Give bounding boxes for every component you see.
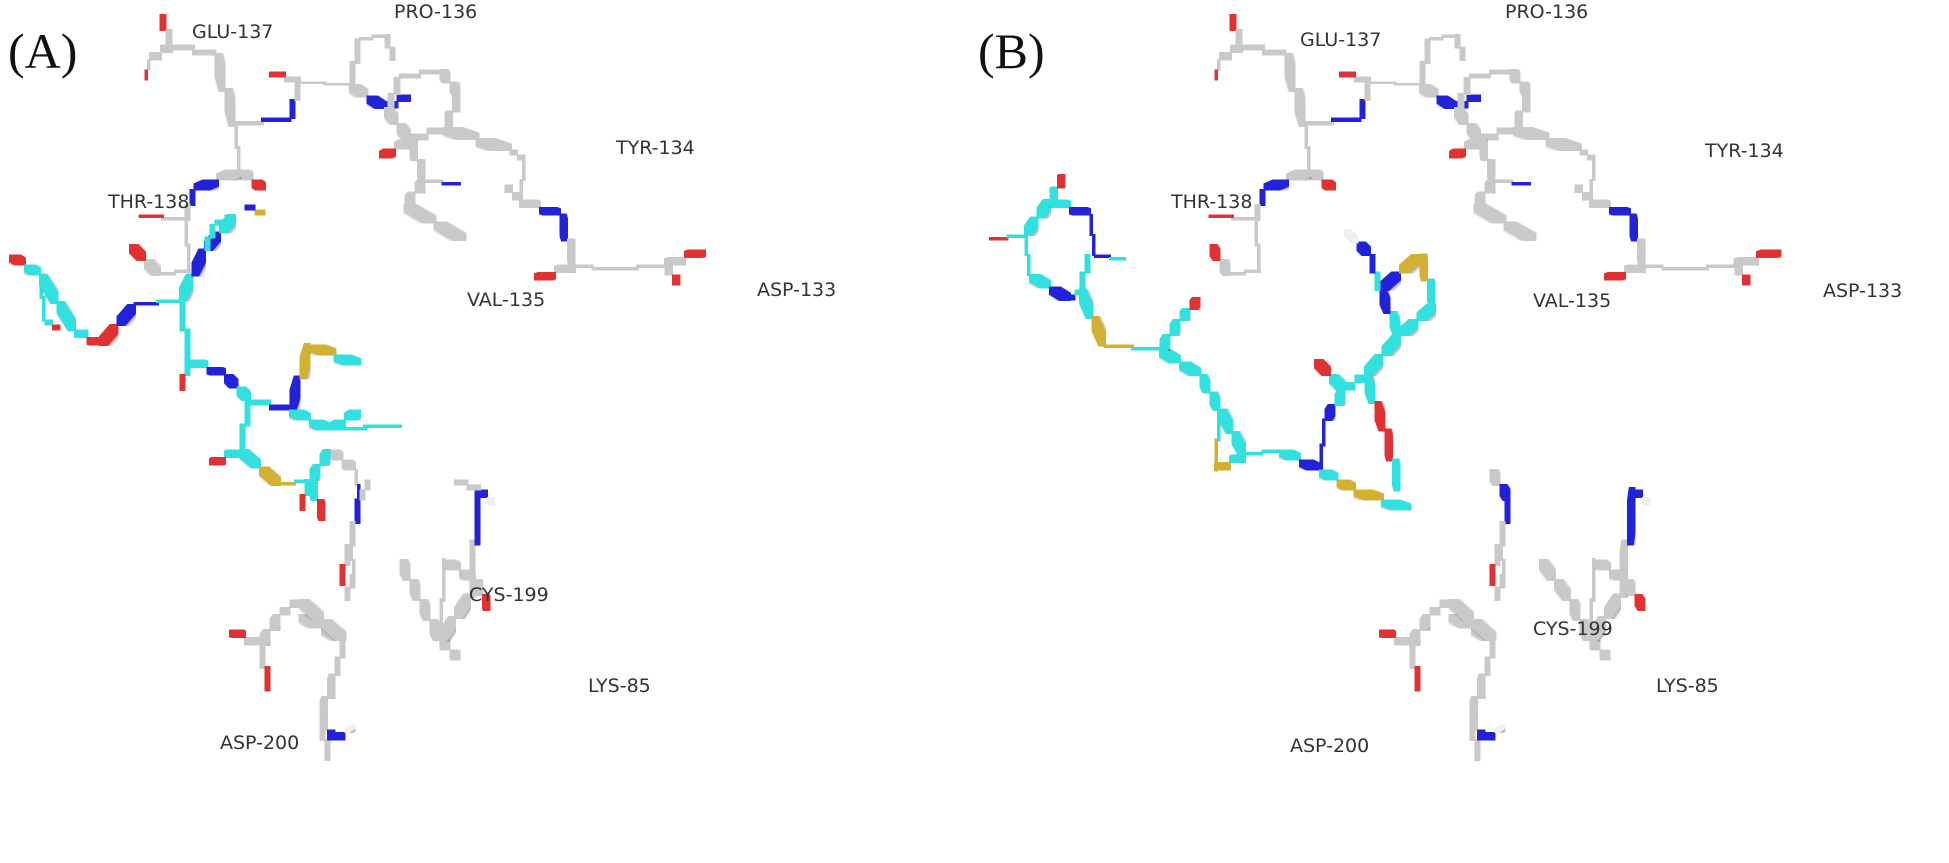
label-asp-133: ASP-133	[1823, 280, 1902, 302]
bond-stick	[484, 494, 498, 508]
label-asp-133: ASP-133	[757, 279, 836, 301]
bond-stick	[373, 142, 402, 165]
bond-stick	[1308, 353, 1337, 382]
bond-stick	[1051, 168, 1072, 194]
label-val-135: VAL-135	[467, 289, 545, 311]
bond-stick	[1736, 268, 1757, 292]
bond-stick	[1453, 41, 1472, 67]
bond-stick	[678, 243, 712, 264]
panel-b-structure	[983, 8, 1787, 767]
bond-stick	[218, 208, 242, 227]
bond-stick	[318, 733, 337, 767]
bond-stick	[463, 536, 482, 602]
bond-stick	[1451, 87, 1471, 117]
label-glu-137: GLU-137	[192, 21, 273, 43]
bond-stick	[1203, 208, 1239, 224]
bond-stick	[246, 173, 272, 197]
bond-stick	[1316, 173, 1342, 197]
bond-stick	[1461, 88, 1487, 108]
label-val-135: VAL-135	[1533, 290, 1611, 312]
bond-stick	[448, 473, 474, 492]
bond-stick	[1373, 623, 1402, 644]
bond-stick	[342, 722, 358, 736]
bond-stick	[383, 41, 402, 67]
bond-stick	[293, 488, 312, 517]
label-pro-136: PRO-136	[394, 1, 477, 23]
bond-stick	[428, 216, 472, 247]
label-tyr-134: TYR-134	[1704, 140, 1784, 162]
bond-stick	[1492, 722, 1508, 736]
bond-stick	[1393, 313, 1424, 342]
label-thr-138: THR-138	[107, 191, 189, 213]
label-glu-137: GLU-137	[1300, 29, 1381, 51]
bond-stick	[1342, 227, 1361, 246]
bond-stick	[283, 403, 317, 427]
bond-stick	[138, 63, 154, 87]
panel-b-labels: GLU-137 PRO-136 TYR-134 THR-138 VAL-135 …	[1170, 1, 1902, 757]
bond-stick	[1498, 216, 1542, 247]
label-asp-200: ASP-200	[1290, 735, 1369, 757]
bond-stick	[1408, 661, 1427, 697]
bond-stick	[1613, 536, 1634, 602]
bond-stick	[468, 483, 487, 549]
bond-stick	[46, 318, 67, 337]
bond-stick	[1386, 453, 1407, 497]
bond-stick	[133, 208, 169, 224]
bond-stick	[1078, 248, 1097, 279]
bond-stick	[1443, 142, 1472, 165]
bond-stick	[1208, 63, 1224, 87]
label-lys-85: LYS-85	[1656, 675, 1719, 697]
panel-b-letter: (B)	[978, 23, 1045, 79]
bond-stick	[1751, 243, 1787, 264]
label-pro-136: PRO-136	[1505, 1, 1588, 23]
bond-stick	[1483, 558, 1502, 592]
panel-a-structure	[3, 8, 712, 767]
bond-stick	[1203, 238, 1227, 267]
label-asp-200: ASP-200	[220, 732, 299, 754]
bond-stick	[238, 198, 262, 217]
panel-a-labels: GLU-137 PRO-136 TYR-134 THR-138 VAL-135 …	[107, 1, 836, 754]
panel-a-letter: (A)	[8, 23, 78, 79]
bond-stick	[528, 266, 562, 287]
label-cys-199: CYS-199	[469, 584, 549, 606]
bond-stick	[443, 643, 467, 667]
bond-stick	[1639, 494, 1653, 508]
label-thr-138: THR-138	[1170, 191, 1252, 213]
bond-stick	[123, 238, 152, 267]
bond-stick	[1621, 483, 1642, 549]
bond-stick	[358, 473, 377, 497]
bond-stick	[223, 623, 252, 644]
bond-stick	[1226, 426, 1252, 462]
bond-stick	[263, 65, 292, 84]
bond-stick	[311, 493, 332, 527]
bond-stick	[476, 588, 497, 617]
bond-stick	[1583, 593, 1599, 647]
bond-stick	[1593, 643, 1617, 667]
bond-stick	[293, 608, 329, 634]
bond-stick	[1628, 588, 1652, 617]
label-lys-85: LYS-85	[588, 675, 651, 697]
bond-stick	[433, 593, 449, 647]
bond-stick	[391, 88, 417, 108]
bond-stick	[1333, 65, 1362, 84]
bond-stick	[1443, 608, 1479, 634]
bond-stick	[333, 558, 352, 592]
bond-stick	[1468, 733, 1487, 767]
bond-stick	[1376, 493, 1417, 517]
label-cys-199: CYS-199	[1533, 618, 1613, 640]
bond-stick	[1183, 291, 1207, 316]
label-tyr-134: TYR-134	[615, 137, 695, 159]
bond-stick	[203, 451, 232, 472]
bond-stick	[1598, 266, 1632, 287]
bond-stick	[381, 87, 401, 117]
bond-stick	[173, 368, 192, 397]
bond-stick	[258, 661, 277, 697]
bond-stick	[666, 268, 687, 292]
bond-stick	[313, 443, 337, 472]
bond-stick	[1103, 251, 1132, 267]
